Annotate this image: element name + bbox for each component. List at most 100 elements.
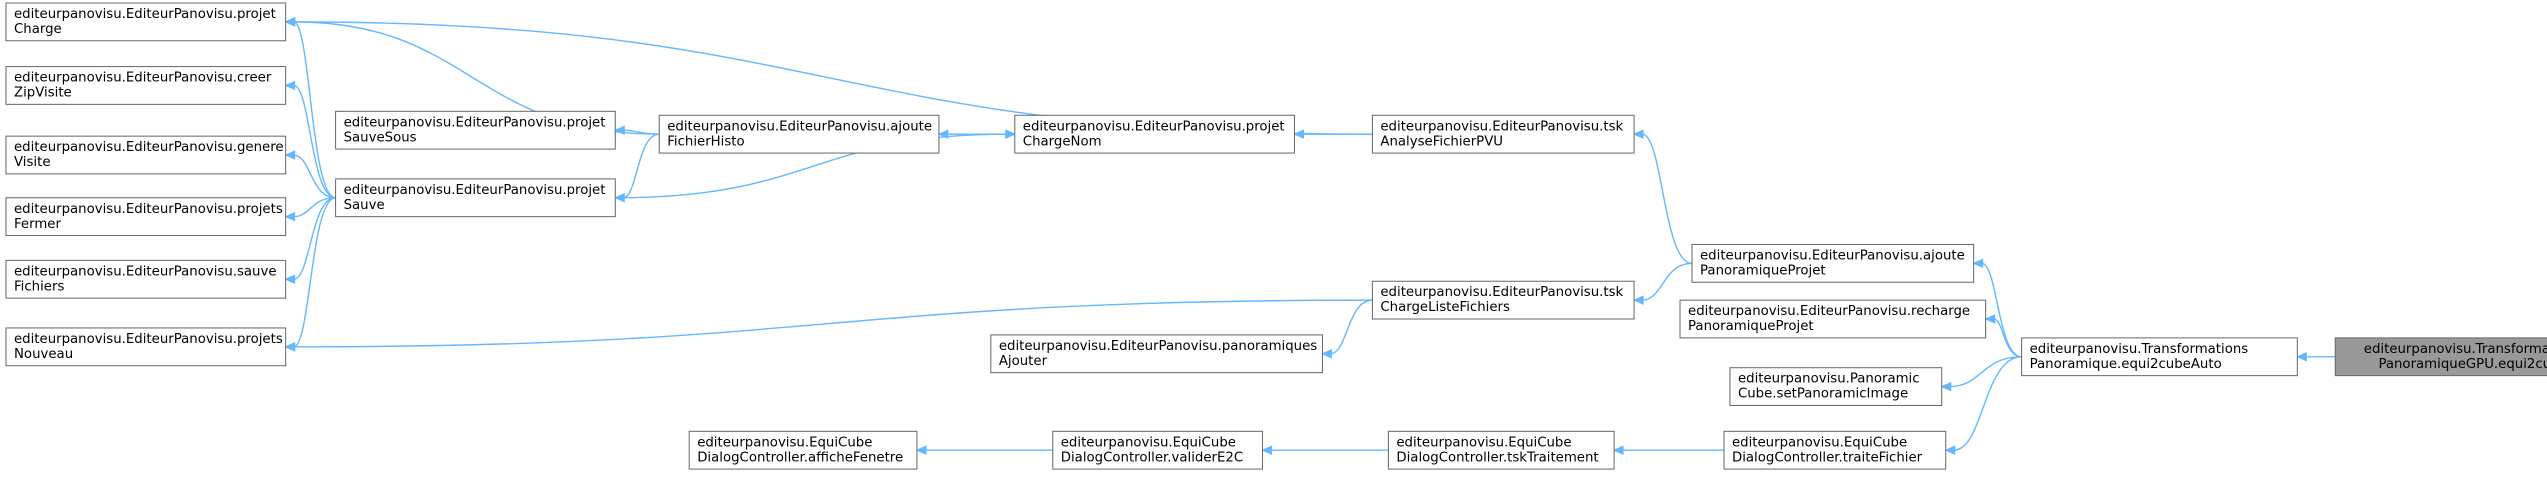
node-setPanoramicImage[interactable]: editeurpanovisu.PanoramicCube.setPanoram… [1729, 367, 1943, 406]
arrowhead-genereVisite-projetSauve [284, 150, 296, 160]
edge-projetsFermer-projetSauve [293, 197, 336, 218]
arrowhead-projetSauve-ajouteFichierHisto [614, 192, 625, 203]
arrowhead-afficheFenetre-validerE2C [915, 445, 927, 455]
arrowhead-panoramiquesAjouter-tskChargeListeFichiers [1321, 349, 1332, 359]
node-box-equi2cubeAuto[interactable] [2021, 337, 2298, 377]
edge-setPanoramicImage-equi2cubeAuto [1949, 356, 2022, 388]
node-box-tskAnalyseFichierPVU[interactable] [1371, 114, 1635, 154]
node-projetChargeNom[interactable]: editeurpanovisu.EditeurPanovisu.projetCh… [1014, 114, 1295, 154]
node-tskChargeListeFichiers[interactable]: editeurpanovisu.EditeurPanovisu.tskCharg… [1371, 280, 1635, 320]
arrowhead-projetsNouveau-projetSauve [284, 342, 296, 352]
node-box-traiteFichier[interactable] [1723, 430, 1947, 470]
node-box-genereVisite[interactable] [5, 135, 287, 175]
node-box-projetSauve[interactable] [335, 178, 616, 218]
node-box-projetCharge[interactable] [5, 2, 287, 42]
arrowhead-tskTraitement-traiteFichier [1612, 445, 1624, 455]
arrowhead-setPanoramicImage-equi2cubeAuto [1940, 381, 1952, 392]
edge-sauveFichiers-projetSauve [293, 197, 336, 280]
node-label-projetCharge-1: Charge [14, 22, 62, 37]
node-afficheFenetre[interactable]: editeurpanovisu.EquiCubeDialogController… [688, 430, 918, 470]
arrowhead-tskChargeListeFichiers-ajoutePanoramiqueProjet [1632, 295, 1644, 305]
node-sauveFichiers[interactable]: editeurpanovisu.EditeurPanovisu.sauveFic… [5, 259, 287, 299]
node-label-projetsFermer-0: editeurpanovisu.EditeurPanovisu.projets [14, 202, 283, 217]
node-box-ajouteFichierHisto[interactable] [658, 114, 940, 154]
node-label-equi2cubeAuto-0: editeurpanovisu.Transformations [2030, 342, 2249, 357]
node-validerE2C[interactable]: editeurpanovisu.EquiCubeDialogController… [1052, 430, 1264, 470]
node-box-ajoutePanoramiqueProjet[interactable] [1691, 243, 1975, 283]
node-label-afficheFenetre-1: DialogController.afficheFenetre [697, 450, 903, 465]
node-projetsNouveau[interactable]: editeurpanovisu.EditeurPanovisu.projetsN… [5, 327, 287, 367]
node-box-creerZipVisite[interactable] [5, 66, 287, 105]
edges-layer [284, 17, 2336, 455]
node-box-projetsNouveau[interactable] [5, 327, 287, 367]
node-label-validerE2C-0: editeurpanovisu.EquiCube [1061, 435, 1236, 450]
arrowhead-validerE2C-tskTraitement [1261, 445, 1273, 455]
node-box-setPanoramicImage[interactable] [1729, 367, 1943, 406]
arrowhead-projetCharge-projetSauve [284, 17, 296, 27]
node-label-validerE2C-1: DialogController.validerE2C [1061, 450, 1243, 465]
edge-genereVisite-projetSauve [293, 154, 336, 199]
edge-traiteFichier-equi2cubeAuto [1953, 356, 2022, 451]
node-projetsFermer[interactable]: editeurpanovisu.EditeurPanovisu.projetsF… [5, 197, 287, 237]
node-label-creerZipVisite-0: editeurpanovisu.EditeurPanovisu.creer [14, 71, 272, 86]
node-label-root-0: editeurpanovisu.Transformations [2364, 342, 2547, 357]
node-ajouteFichierHisto[interactable]: editeurpanovisu.EditeurPanovisu.ajouteFi… [658, 114, 940, 154]
node-box-validerE2C[interactable] [1052, 430, 1264, 470]
node-tskTraitement[interactable]: editeurpanovisu.EquiCubeDialogController… [1387, 430, 1615, 470]
node-label-projetCharge-0: editeurpanovisu.EditeurPanovisu.projet [14, 7, 276, 22]
node-label-genereVisite-0: editeurpanovisu.EditeurPanovisu.genere [14, 140, 284, 155]
edge-projetsNouveau-projetSauve [293, 197, 336, 348]
node-label-panoramiquesAjouter-0: editeurpanovisu.EditeurPanovisu.panorami… [999, 339, 1317, 354]
node-ajoutePanoramiqueProjet[interactable]: editeurpanovisu.EditeurPanovisu.ajoutePa… [1691, 243, 1975, 283]
node-label-projetSauve-0: editeurpanovisu.EditeurPanovisu.projet [344, 183, 606, 198]
node-projetSauve[interactable]: editeurpanovisu.EditeurPanovisu.projetSa… [335, 178, 616, 218]
arrowhead-equi2cubeAuto-root [2296, 352, 2307, 362]
node-label-sauveFichiers-0: editeurpanovisu.EditeurPanovisu.sauve [14, 264, 277, 279]
node-label-traiteFichier-0: editeurpanovisu.EquiCube [1732, 435, 1907, 450]
node-box-root[interactable] [2334, 337, 2547, 377]
node-panoramiquesAjouter[interactable]: editeurpanovisu.EditeurPanovisu.panorami… [990, 334, 1323, 374]
node-equi2cubeAuto[interactable]: editeurpanovisu.TransformationsPanoramiq… [2021, 337, 2298, 377]
node-label-afficheFenetre-0: editeurpanovisu.EquiCube [697, 435, 872, 450]
node-label-root-1: PanoramiqueGPU.equi2cube [2378, 357, 2547, 372]
node-box-projetChargeNom[interactable] [1014, 114, 1295, 154]
node-box-projetSauveSous[interactable] [335, 110, 616, 150]
node-label-equi2cubeAuto-1: Panoramique.equi2cubeAuto [2030, 357, 2222, 372]
node-box-tskChargeListeFichiers[interactable] [1371, 280, 1635, 320]
node-box-afficheFenetre[interactable] [688, 430, 918, 470]
node-label-rechargePanoramiqueProjet-1: PanoramiqueProjet [1688, 319, 1814, 334]
node-label-ajouteFichierHisto-1: FichierHisto [667, 134, 744, 149]
node-label-tskTraitement-1: DialogController.tskTraitement [1396, 450, 1598, 465]
nodes-layer: editeurpanovisu.TransformationsPanoramiq… [5, 2, 2547, 470]
node-label-projetsFermer-1: Fermer [14, 217, 61, 232]
node-label-tskAnalyseFichierPVU-0: editeurpanovisu.EditeurPanovisu.tsk [1380, 119, 1623, 134]
edge-projetSauve-ajouteFichierHisto [623, 133, 660, 199]
node-label-projetsNouveau-1: Nouveau [14, 347, 73, 362]
node-label-ajouteFichierHisto-0: editeurpanovisu.EditeurPanovisu.ajoute [667, 119, 932, 134]
node-root[interactable]: editeurpanovisu.TransformationsPanoramiq… [2334, 337, 2547, 377]
node-projetSauveSous[interactable]: editeurpanovisu.EditeurPanovisu.projetSa… [335, 110, 616, 150]
node-box-tskTraitement[interactable] [1387, 430, 1615, 470]
node-projetCharge[interactable]: editeurpanovisu.EditeurPanovisu.projetCh… [5, 2, 287, 42]
node-rechargePanoramiqueProjet[interactable]: editeurpanovisu.EditeurPanovisu.recharge… [1679, 299, 1987, 339]
node-label-projetsNouveau-0: editeurpanovisu.EditeurPanovisu.projets [14, 332, 283, 347]
node-box-sauveFichiers[interactable] [5, 259, 287, 299]
node-box-rechargePanoramiqueProjet[interactable] [1679, 299, 1987, 339]
node-label-rechargePanoramiqueProjet-0: editeurpanovisu.EditeurPanovisu.recharge [1688, 304, 1970, 319]
node-label-traiteFichier-1: DialogController.traiteFichier [1732, 450, 1923, 465]
node-label-sauveFichiers-1: Fichiers [14, 279, 64, 294]
node-traiteFichier[interactable]: editeurpanovisu.EquiCubeDialogController… [1723, 430, 1947, 470]
edge-projetCharge-projetSauve [293, 21, 336, 199]
node-label-tskTraitement-0: editeurpanovisu.EquiCube [1396, 435, 1571, 450]
node-tskAnalyseFichierPVU[interactable]: editeurpanovisu.EditeurPanovisu.tskAnaly… [1371, 114, 1635, 154]
node-label-creerZipVisite-1: ZipVisite [14, 86, 72, 101]
arrowhead-projetChargeNom-projetSauve [1005, 129, 1017, 139]
node-label-genereVisite-1: Visite [14, 155, 51, 170]
node-creerZipVisite[interactable]: editeurpanovisu.EditeurPanovisu.creerZip… [5, 66, 287, 105]
node-label-ajoutePanoramiqueProjet-1: PanoramiqueProjet [1700, 263, 1826, 278]
node-box-projetsFermer[interactable] [5, 197, 287, 237]
node-genereVisite[interactable]: editeurpanovisu.EditeurPanovisu.genereVi… [5, 135, 287, 175]
edge-rechargePanoramiqueProjet-equi2cubeAuto [1993, 318, 2022, 358]
node-label-tskChargeListeFichiers-1: ChargeListeFichiers [1380, 300, 1510, 315]
node-box-panoramiquesAjouter[interactable] [990, 334, 1323, 374]
